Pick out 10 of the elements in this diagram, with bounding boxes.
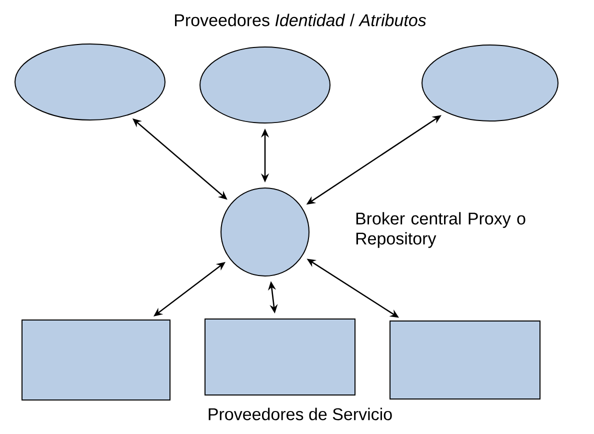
node-caption: Broker central Proxy o Repository [356, 212, 526, 248]
group-label: Proveedores de Servicio [208, 408, 392, 420]
rectangle-box [390, 320, 540, 400]
circle-shape [220, 188, 310, 276]
rectangle-box [22, 320, 170, 400]
ellipse-shape [422, 44, 558, 122]
group-label: Proveedores Identidad / Atributos [175, 14, 426, 26]
ellipse-shape [14, 44, 166, 120]
rectangle-box [204, 318, 356, 396]
ellipse-shape [200, 46, 330, 124]
